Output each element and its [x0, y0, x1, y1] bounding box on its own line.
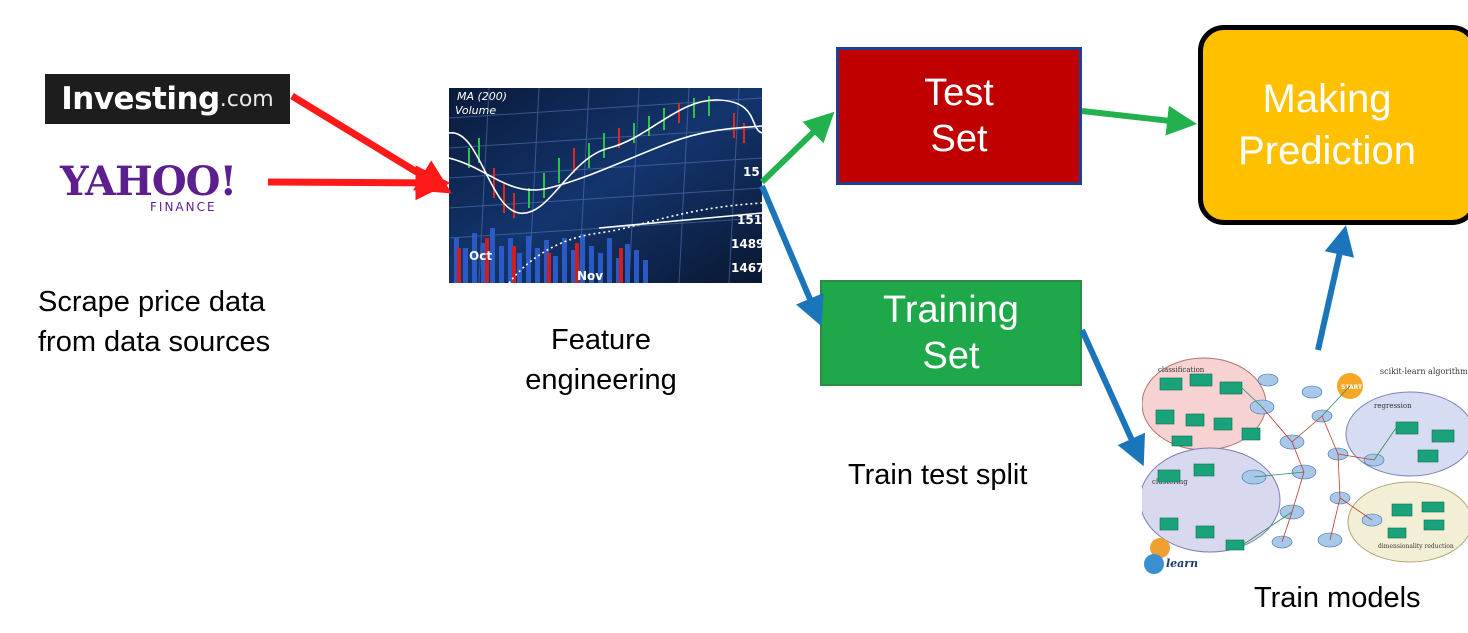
- arrow-yahoo-to-features: [267, 165, 451, 201]
- chart-label-nov: Nov: [577, 269, 603, 283]
- cluster-label-regression: regression: [1374, 402, 1412, 410]
- arrow-features-to-training: [759, 184, 824, 327]
- test-set-label-line1: Test: [924, 72, 994, 114]
- scrape-caption-line1: Scrape price data: [38, 286, 266, 318]
- cluster-label-classification: classification: [1158, 366, 1205, 374]
- yahoo-logo-main: YAHOO!: [60, 158, 237, 205]
- scrape-caption-line2: from data sources: [38, 326, 271, 358]
- chart-label-oct: Oct: [469, 249, 492, 263]
- yahoo-logo-sub: FINANCE: [150, 200, 217, 214]
- cluster-label-dimensionality: dimensionality reduction: [1378, 543, 1454, 550]
- chart-label-151: 151: [737, 213, 762, 227]
- arrow-training-to-models: [1079, 328, 1145, 467]
- investing-logo-suffix: .com: [219, 86, 274, 112]
- chart-label-15: 15: [743, 165, 760, 179]
- train-models-caption: Train models: [1254, 582, 1421, 614]
- chart-label-volume: Volume: [455, 104, 496, 117]
- prediction-label-line2: Prediction: [1238, 129, 1416, 173]
- investing-logo: Investing.com: [45, 74, 290, 124]
- sklearn-logo-text: learn: [1166, 557, 1198, 570]
- training-set-box: Training Set: [820, 280, 1082, 386]
- training-set-label-line1: Training: [883, 289, 1019, 331]
- test-set-label-line2: Set: [930, 118, 988, 160]
- stock-chart-image: MA (200) Volume Oct Nov 15 151 1489 1467: [449, 88, 762, 283]
- arrow-investing-to-features: [290, 93, 452, 194]
- chart-label-1489: 1489: [731, 237, 762, 251]
- prediction-label-line1: Making: [1262, 77, 1392, 121]
- feature-caption-line2: engineering: [525, 364, 677, 396]
- scrape-caption: Scrape price data from data sources: [38, 282, 270, 362]
- cheat-sheet-title: scikit-learn algorithm cheat: [1380, 367, 1468, 376]
- training-set-label-line2: Set: [922, 335, 980, 377]
- test-set-box: Test Set: [836, 47, 1082, 185]
- chart-label-1467: 1467: [731, 261, 762, 275]
- arrow-features-to-test: [759, 111, 835, 185]
- sklearn-cheat-sheet-image: classification regression clustering dim…: [1142, 352, 1468, 576]
- arrow-models-to-prediction: [1315, 225, 1355, 351]
- chart-label-ma: MA (200): [457, 90, 507, 103]
- making-prediction-box: Making Prediction: [1198, 25, 1468, 225]
- start-label: START: [1341, 384, 1363, 391]
- investing-logo-main: Investing: [61, 81, 220, 117]
- split-caption: Train test split: [848, 459, 1028, 491]
- feature-caption-line1: Feature: [551, 324, 651, 356]
- feature-caption: Feature engineering: [498, 320, 704, 400]
- arrow-test-to-prediction: [1081, 105, 1197, 136]
- yahoo-finance-logo: YAHOO! FINANCE: [60, 162, 270, 218]
